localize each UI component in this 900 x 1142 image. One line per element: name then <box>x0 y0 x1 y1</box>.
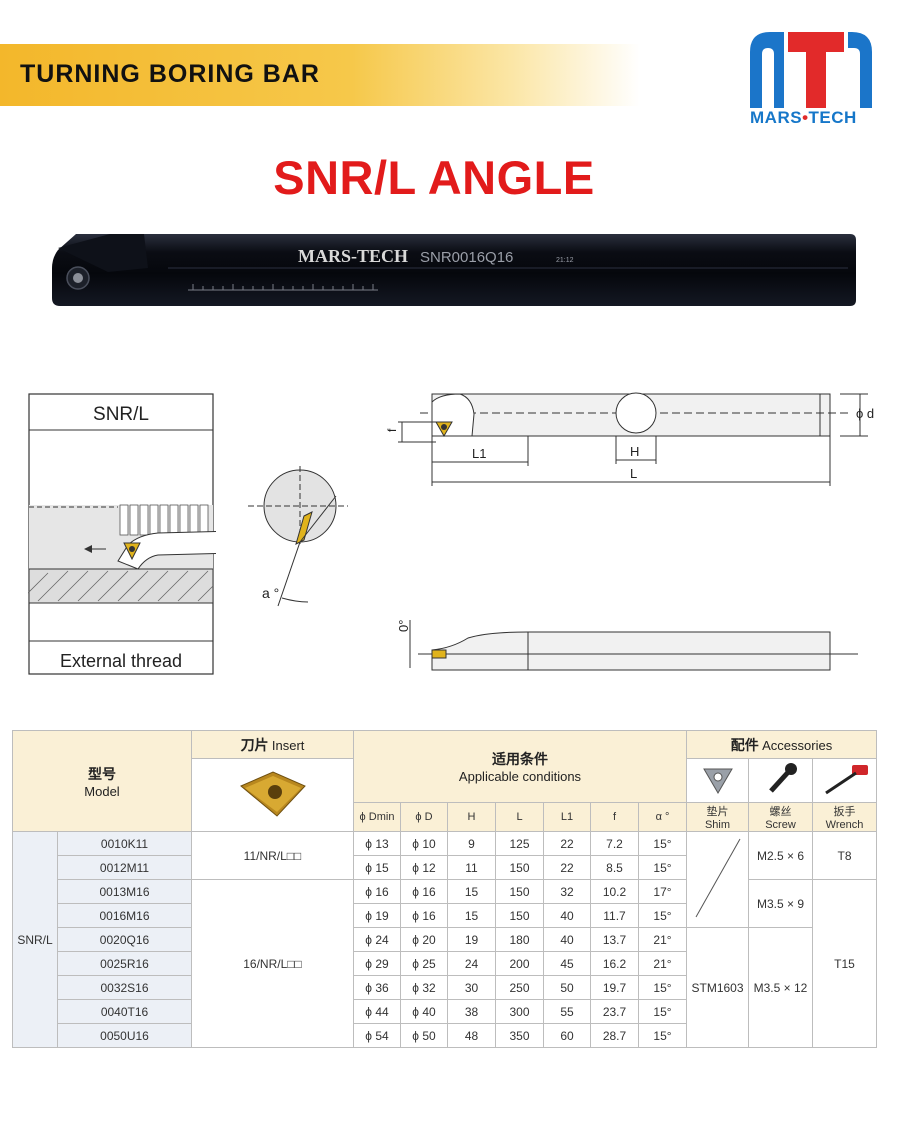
col-h: H <box>447 802 496 832</box>
screw-b: M3.5 × 9 <box>748 879 813 928</box>
dim-zero: 0° <box>396 620 411 632</box>
screw-image-cell <box>748 758 813 803</box>
mars-tech-logo <box>750 32 872 108</box>
header-insert: 刀片 Insert <box>191 730 354 759</box>
engraving-brand: MARS-TECH <box>298 246 408 266</box>
col-alpha: α ° <box>638 802 687 832</box>
wrench-icon <box>824 765 868 795</box>
insert-a: 11/NR/L□□ <box>191 831 354 880</box>
boring-bar-photo: MARS-TECH SNR0016Q16 21:12 <box>52 234 856 306</box>
shim-value: STM1603 <box>686 927 749 1048</box>
header-banner <box>0 44 640 106</box>
header-accessories: 配件 Accessories <box>686 730 877 759</box>
col-l1: L1 <box>543 802 591 832</box>
col-f: f <box>590 802 639 832</box>
header-model: 型号 Model <box>12 730 192 832</box>
banner-title: TURNING BORING BAR <box>20 60 320 88</box>
col-dmin: ϕ Dmin <box>353 802 401 832</box>
insert-b: 16/NR/L□□ <box>191 879 354 1048</box>
dim-H: H <box>630 444 639 459</box>
series-cell: SNR/L <box>12 831 58 1048</box>
engraving-model: SNR0016Q16 <box>420 249 513 266</box>
insert-icon <box>239 770 306 817</box>
diagram-caption: External thread <box>60 651 182 671</box>
wrench-image-cell <box>812 758 877 803</box>
logo-wordmark: MARS•TECH <box>750 108 857 127</box>
insert-image-cell <box>191 758 354 832</box>
angle-diagram: a ° <box>248 466 348 607</box>
dim-f: f <box>385 428 399 432</box>
engraving-small: 21:12 <box>556 257 574 264</box>
diagram-title: SNR/L <box>93 404 149 425</box>
angle-label: a ° <box>262 585 279 601</box>
shim-image-cell <box>686 758 749 803</box>
page-title: SNR/L ANGLE <box>273 151 595 204</box>
screw-a: M2.5 × 6 <box>748 831 813 880</box>
screw-icon <box>768 763 797 793</box>
spec-table: 型号 Model 刀片 Insert 适用条件 Applicable condi… <box>12 730 877 1048</box>
dimension-diagram: f ϕ d H L1 L <box>385 392 874 486</box>
col-d: ϕ D <box>400 802 448 832</box>
shim-icon <box>702 768 733 794</box>
col-l: L <box>495 802 544 832</box>
thread-diagram: SNR/L External thread <box>28 393 216 675</box>
header-conditions: 适用条件 Applicable conditions <box>353 730 687 803</box>
side-view-diagram: 0° <box>396 620 858 671</box>
shim-empty-cell <box>686 831 749 928</box>
dim-L1: L1 <box>472 446 486 461</box>
wrench-b: T15 <box>812 879 877 1048</box>
wrench-a: T8 <box>812 831 877 880</box>
screw-c: M3.5 × 12 <box>748 927 813 1048</box>
dim-L: L <box>630 466 637 481</box>
dim-d: ϕ d <box>856 406 874 421</box>
